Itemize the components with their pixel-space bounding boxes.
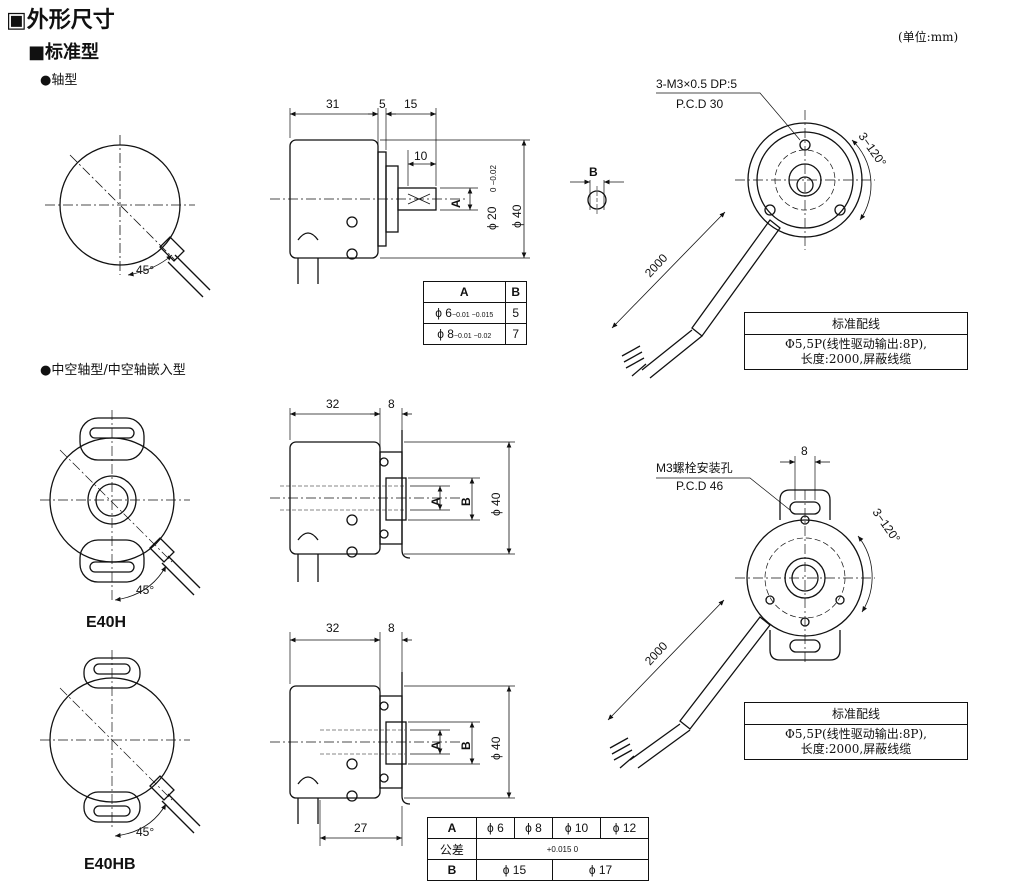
shaft-rear-view xyxy=(611,92,875,379)
e40h-wiring-note: 标准配线 Φ5,5P(线性驱动输出:8P),长度:2000,屏蔽线缆 xyxy=(744,702,968,760)
e40hb-model-label: E40HB xyxy=(84,856,136,873)
shaft-dim-5: 5 xyxy=(379,97,386,111)
e40h-front-view xyxy=(40,410,201,602)
e40h-rear-dim-8: 8 xyxy=(801,444,808,458)
e40h-model-label: E40H xyxy=(86,614,127,631)
e40h-note-line2: 长度:2000,屏蔽线缆 xyxy=(800,742,912,756)
e40h-side-view xyxy=(270,408,515,582)
e40hb-label-b: B xyxy=(459,741,473,750)
shaft-label-b: B xyxy=(589,165,598,179)
shaft-cable-length: 2000 xyxy=(642,251,671,280)
e40h-note-line1: Φ5,5P(线性驱动输出:8P), xyxy=(785,727,927,741)
e40hb-dim-8: 8 xyxy=(388,621,395,635)
hb-table-tol-value: +0.015 0 xyxy=(475,838,650,860)
table-r1-a: ϕ 6 xyxy=(435,306,452,320)
e40h-holes-label: M3螺栓安装孔 xyxy=(656,460,733,475)
e40hb-front-view xyxy=(40,650,201,838)
section-title: ■标准型 xyxy=(28,42,100,63)
shaft-phi40: ϕ 40 xyxy=(510,204,524,228)
e40h-label-a: A xyxy=(429,497,443,506)
shaft-phi20: ϕ 20 xyxy=(485,206,499,230)
e40hb-angle-label: 45° xyxy=(136,825,154,839)
shaft-note-title: 标准配线 xyxy=(745,313,967,335)
hb-table-b2: ϕ 17 xyxy=(552,859,649,881)
shaft-section-b xyxy=(570,179,624,214)
shaft-wiring-note: 标准配线 Φ5,5P(线性驱动输出:8P),长度:2000,屏蔽线缆 xyxy=(744,312,968,370)
hb-table-header-b: B xyxy=(427,859,477,881)
e40h-dim-8: 8 xyxy=(388,397,395,411)
e40h-angle-label: 45° xyxy=(136,583,154,597)
hollow-type-heading: ●中空轴型/中空轴嵌入型 xyxy=(40,363,186,378)
e40h-pcd-label: P.C.D 46 xyxy=(676,479,723,493)
page-title: ▣外形尺寸 xyxy=(6,8,115,33)
hb-table-c4: ϕ 12 xyxy=(600,817,649,839)
hb-table-c2: ϕ 8 xyxy=(513,817,554,839)
shaft-holes-label: 3-M3×0.5 DP:5 xyxy=(656,77,737,91)
e40hb-side-view xyxy=(270,632,515,846)
shaft-side-view xyxy=(270,108,530,284)
hb-table-b1: ϕ 15 xyxy=(475,859,554,881)
e40h-note-title: 标准配线 xyxy=(745,703,967,725)
hb-table-header-a: A xyxy=(427,817,477,839)
shaft-pcd-label: P.C.D 30 xyxy=(676,97,723,111)
e40hb-phi40: ϕ 40 xyxy=(489,736,503,760)
shaft-note-line2: 长度:2000,屏蔽线缆 xyxy=(800,352,912,366)
shaft-dim-10: 10 xyxy=(414,149,428,163)
shaft-label-a: A xyxy=(449,199,463,208)
shaft-dim-31: 31 xyxy=(326,97,340,111)
table-r1-b: 5 xyxy=(504,302,527,324)
shaft-note-line1: Φ5,5P(线性驱动输出:8P), xyxy=(785,337,927,351)
e40h-pattern-label: 3−120° xyxy=(870,506,904,546)
table-r2-b: 7 xyxy=(504,323,527,345)
hb-table-c1: ϕ 6 xyxy=(475,817,515,839)
hb-table-tol-label: 公差 xyxy=(427,838,477,860)
shaft-dim-15: 15 xyxy=(404,97,418,111)
e40h-phi40: ϕ 40 xyxy=(489,492,503,516)
table-header-b: B xyxy=(504,281,527,303)
table-r2-a-tolerance: −0.01 −0.02 xyxy=(453,333,492,340)
e40hb-dim-27: 27 xyxy=(354,821,368,835)
e40h-rear-view xyxy=(607,456,875,769)
shaft-phi20-tolerance: 0 −0.02 xyxy=(489,165,498,192)
e40h-label-b: B xyxy=(459,497,473,506)
table-r2-a: ϕ 8 xyxy=(437,327,454,341)
table-header-a: A xyxy=(423,281,506,303)
e40hb-label-a: A xyxy=(429,741,443,750)
shaft-angle-label: 45° xyxy=(136,263,154,277)
e40h-cable-length: 2000 xyxy=(642,639,671,668)
e40h-dim-32: 32 xyxy=(326,397,340,411)
unit-label: (单位:mm) xyxy=(898,30,959,44)
table-r1-a-tolerance: −0.01 −0.015 xyxy=(451,312,494,319)
hb-table-c3: ϕ 10 xyxy=(552,817,602,839)
e40hb-dim-32: 32 xyxy=(326,621,340,635)
shaft-type-heading: ●轴型 xyxy=(40,73,78,88)
shaft-front-view xyxy=(45,135,211,298)
